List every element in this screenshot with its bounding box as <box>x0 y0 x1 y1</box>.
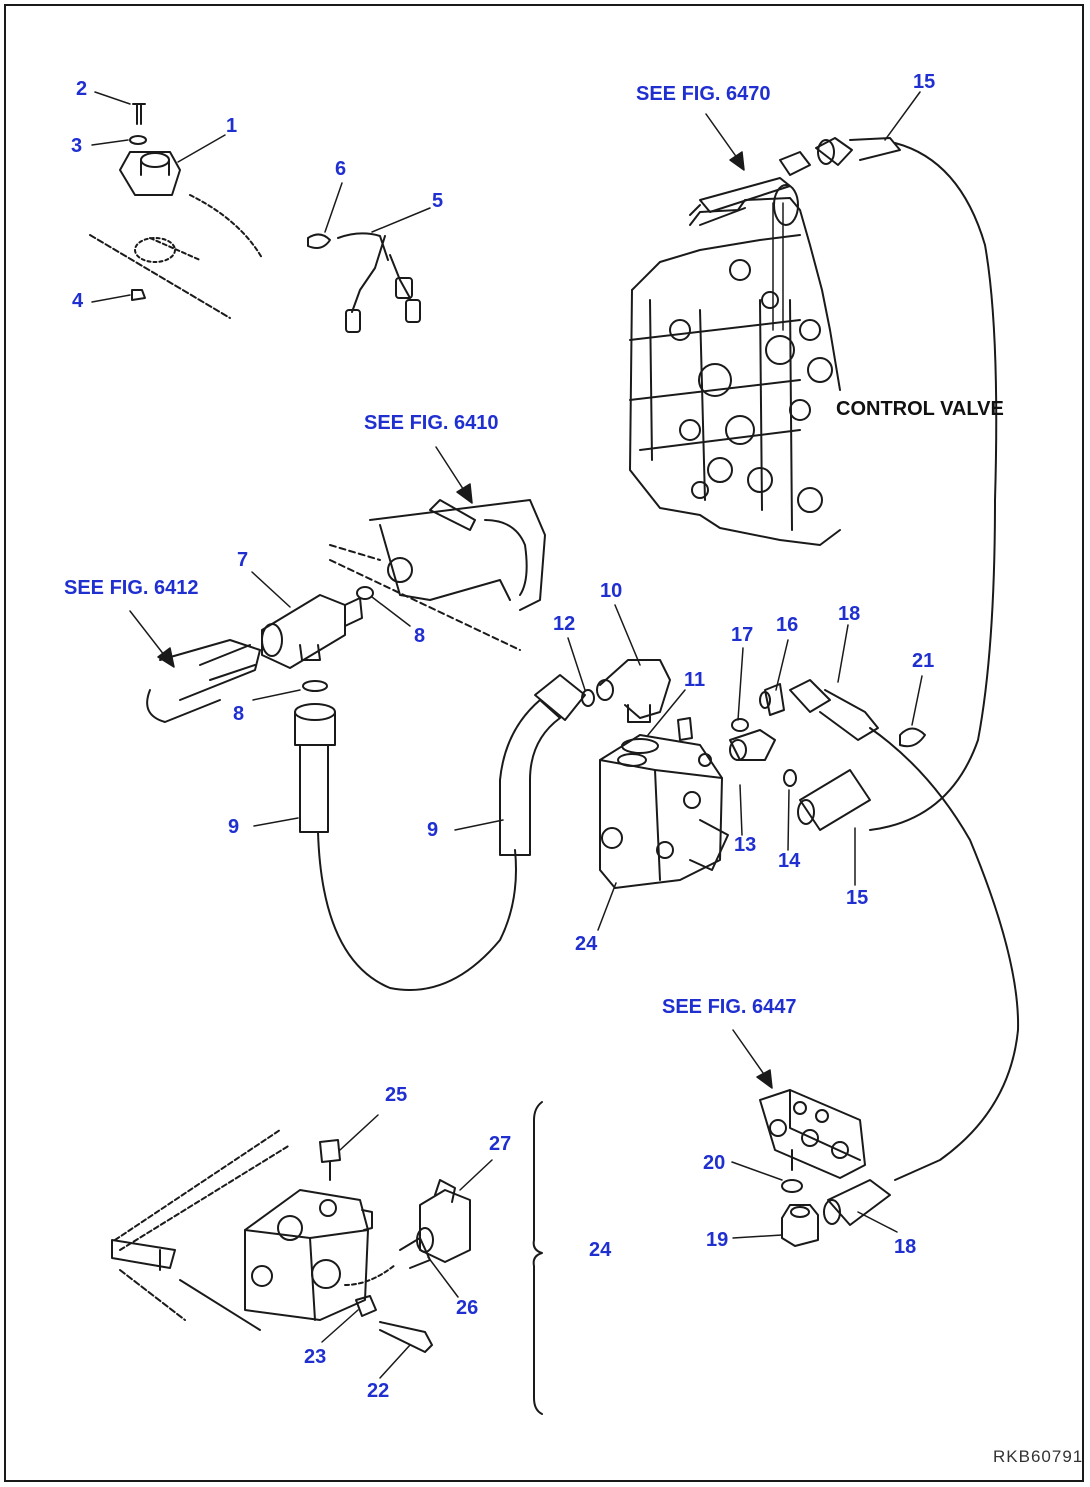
callout-7: 7 <box>237 549 249 571</box>
callout-19: 19 <box>706 1229 729 1251</box>
valve-block-24 <box>596 659 797 889</box>
hose-18 <box>789 679 1020 1226</box>
callout-13: 13 <box>734 834 757 856</box>
ref-fig-6410[interactable]: SEE FIG. 6410 <box>364 412 499 434</box>
callout-24-bracket: 24 <box>589 1239 612 1261</box>
callout-18-bottom: 18 <box>894 1236 917 1258</box>
wire-harness-group <box>307 232 421 333</box>
callout-8-lower: 8 <box>233 703 245 725</box>
hose-15 <box>797 137 998 831</box>
callout-5: 5 <box>432 190 444 212</box>
callout-25: 25 <box>385 1084 408 1106</box>
callout-17: 17 <box>731 624 754 646</box>
callout-1: 1 <box>226 115 238 137</box>
callout-3: 3 <box>71 135 83 157</box>
callout-22: 22 <box>367 1380 390 1402</box>
callout-27: 27 <box>489 1133 512 1155</box>
callout-8-upper: 8 <box>414 625 426 647</box>
component-label-control-valve: CONTROL VALVE <box>836 398 1004 420</box>
callout-9-right: 9 <box>427 819 439 841</box>
callout-6: 6 <box>335 158 347 180</box>
fitting-7 <box>146 499 546 723</box>
callout-9-left: 9 <box>228 816 240 838</box>
ref-fig-6412[interactable]: SEE FIG. 6412 <box>64 577 199 599</box>
hose-9 <box>294 674 595 991</box>
control-valve-body <box>629 151 841 546</box>
drawing-code: RKB60791 <box>993 1447 1084 1466</box>
leader-lines <box>91 91 923 1379</box>
switch-mount-group <box>89 103 263 319</box>
callout-18-top: 18 <box>838 603 861 625</box>
callout-11: 11 <box>684 669 706 691</box>
callout-12: 12 <box>553 613 576 635</box>
callout-26: 26 <box>456 1297 479 1319</box>
callout-10: 10 <box>600 580 623 602</box>
callout-4: 4 <box>72 290 84 312</box>
valve-block-24-detail <box>111 1101 543 1415</box>
callout-24-center: 24 <box>575 933 598 955</box>
callout-15-top: 15 <box>913 71 936 93</box>
drawing-frame <box>4 4 1084 1482</box>
reference-arrows <box>129 113 773 1089</box>
ref-fig-6470[interactable]: SEE FIG. 6470 <box>636 83 771 105</box>
callout-16: 16 <box>776 614 799 636</box>
callout-20: 20 <box>703 1152 726 1174</box>
callout-21: 21 <box>912 650 935 672</box>
callout-15-bottom: 15 <box>846 887 869 909</box>
ref-fig-6447[interactable]: SEE FIG. 6447 <box>662 996 797 1018</box>
callout-2: 2 <box>76 78 88 100</box>
callout-14: 14 <box>778 850 801 872</box>
callout-23: 23 <box>304 1346 327 1368</box>
manifold-6447 <box>759 1089 866 1247</box>
